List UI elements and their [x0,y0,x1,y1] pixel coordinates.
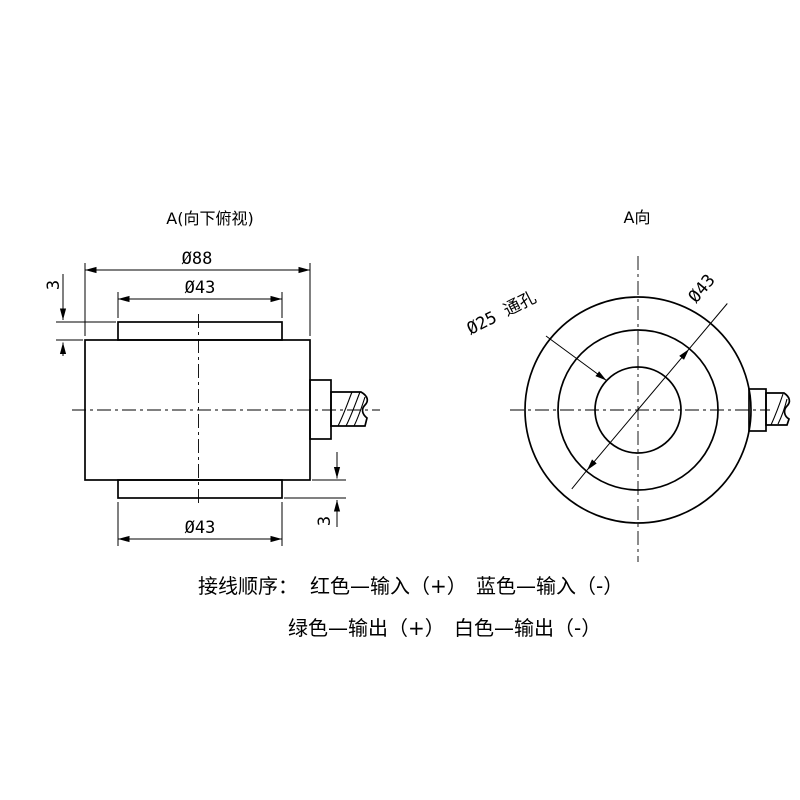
dim-top-boss-height: 3 [44,280,64,290]
dim-outer-diameter: Ø88 [182,249,213,269]
view-a-middle-circle [557,329,719,491]
wiring-blue-input: 蓝色—输入（-） [476,574,623,598]
dim-view-a-diameter: Ø43 [685,271,720,307]
dim-through-hole-label: Ø25 通孔 [464,288,540,340]
cable-hatch-line [353,396,366,427]
dim-top-boss-diameter: Ø43 [185,278,216,298]
dimension-line-diagonal [688,303,728,350]
dimension-line-diagonal [571,469,588,490]
cable-hatch-line [770,393,784,426]
top-boss-outline [117,321,283,341]
cable-hatch-line [777,398,788,425]
through-hole-leader [545,335,607,381]
cable-hatch-line [345,391,361,427]
wiring-green-output: 绿色—输出（+） [288,616,445,640]
dimension-line-diagonal [586,348,690,471]
dim-bottom-boss-diameter: Ø43 [185,518,216,538]
side-view-label: A向 [624,208,651,227]
top-view-label: A(向下俯视) [166,209,253,228]
cable-boot [330,391,369,427]
cable-connector [309,379,332,440]
cable-boot-view-a [765,392,791,426]
wiring-white-output: 白色—输出（-） [454,616,601,640]
wiring-red-input: 红色—输入（+） [310,574,467,598]
bottom-boss-outline [117,479,283,499]
wiring-title: 接线顺序： [198,574,298,598]
view-a-outer-circle [524,296,752,524]
dim-bottom-boss-height: 3 [315,516,335,526]
cable-hatch-line [337,391,353,427]
